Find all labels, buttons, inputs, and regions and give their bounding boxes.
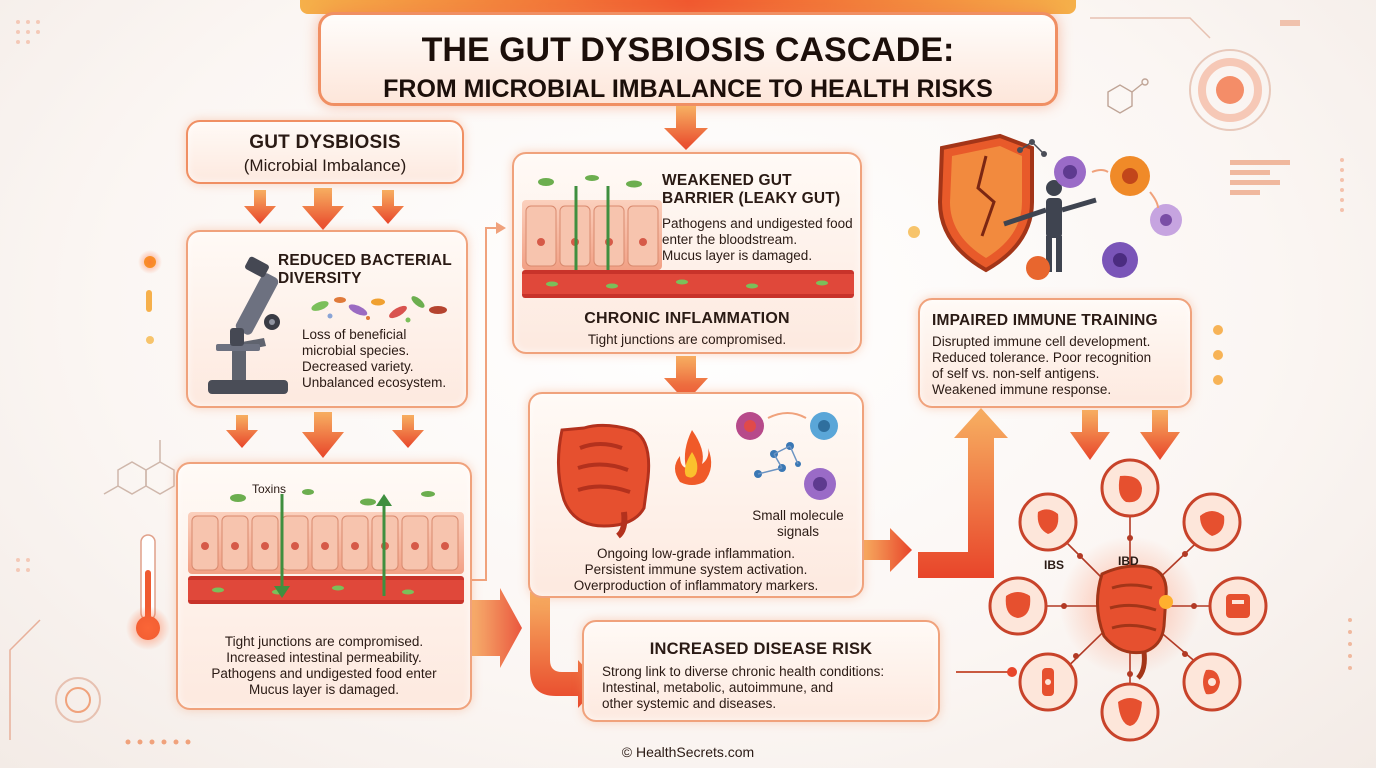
- permeability-line-4: Mucus layer is damaged.: [248, 682, 400, 697]
- disease-hub: [988, 458, 1268, 742]
- flame-icon: [675, 430, 712, 485]
- intestine-icon: [556, 423, 651, 539]
- arrow-up-to-immune: [918, 408, 1008, 578]
- inflammation-line-2: Persistent immune system activation.: [584, 562, 808, 577]
- page-title: THE GUT DYSBIOSIS CASCADE:: [421, 31, 955, 69]
- signals-label-1: Small molecule: [752, 508, 844, 523]
- microscope-icon: [208, 256, 288, 394]
- disease-risk-heading: INCREASED DISEASE RISK: [649, 640, 873, 658]
- page-subtitle: FROM MICROBIAL IMBALANCE TO HEALTH RISKS: [383, 75, 993, 103]
- leaky-gut-heading-2: BARRIER (LEAKY GUT): [662, 190, 841, 207]
- background-decor-right: [1090, 17, 1352, 670]
- reduced-diversity-box: REDUCED BACTERIAL DIVERSITY Loss of bene…: [186, 230, 468, 408]
- permeability-line-2: Increased intestinal permeability.: [226, 650, 422, 665]
- inflammation-line-1: Ongoing low-grade inflammation.: [596, 546, 796, 561]
- disease-line-2: Intestinal, metabolic, autoimmune, and: [602, 680, 834, 695]
- toxins-label: Toxins: [252, 482, 287, 496]
- gut-dysbiosis-subheading: (Microbial Imbalance): [243, 156, 407, 175]
- arrow-title-to-leaky: [664, 106, 708, 150]
- leaky-gut-line-3: Mucus layer is damaged.: [662, 248, 813, 263]
- immune-line-1: Disrupted immune cell development.: [932, 334, 1151, 349]
- leaky-gut-heading-1: WEAKENED GUT: [662, 172, 792, 189]
- arrow-dysbiosis-2: [302, 188, 344, 230]
- arrow-inflammation-to-right: [862, 528, 912, 572]
- leaky-gut-line-2: enter the bloodstream.: [662, 232, 798, 247]
- immune-signal-network-icon: [736, 412, 838, 500]
- ibd-label: IBD: [1118, 554, 1139, 568]
- immune-line-3: of self vs. non-self antigens.: [932, 366, 1100, 381]
- leaky-gut-box: WEAKENED GUT BARRIER (LEAKY GUT) Pathoge…: [512, 152, 862, 354]
- immune-training-heading: IMPAIRED IMMUNE TRAINING: [932, 312, 1158, 329]
- arrow-diversity-1: [226, 415, 258, 448]
- gut-lining-illustration: [188, 489, 464, 604]
- immune-line-4: Weakened immune response.: [932, 382, 1112, 397]
- disease-line-3: other systemic and diseases.: [602, 696, 777, 711]
- arrow-diversity-2: [302, 412, 344, 458]
- inflammation-box: Small molecule signals Ongoing low-grade…: [528, 392, 864, 598]
- immune-line-2: Reduced tolerance. Poor recognition: [932, 350, 1152, 365]
- gut-dysbiosis-heading: GUT DYSBIOSIS: [249, 132, 401, 153]
- chronic-inflammation-line: Tight junctions are compromised.: [587, 332, 787, 347]
- background-decor-left: [9, 20, 191, 745]
- permeability-line-3: Pathogens and undigested food enter: [211, 666, 437, 681]
- arrow-dysbiosis-3: [372, 190, 404, 224]
- reduced-diversity-heading-1: REDUCED BACTERIAL: [278, 252, 452, 269]
- arrow-leaky-to-inflammation: [664, 356, 708, 402]
- arrow-immune-to-hub-1: [1070, 410, 1110, 460]
- chronic-inflammation-heading: CHRONIC INFLAMMATION: [584, 310, 790, 327]
- leaky-gut-line-1: Pathogens and undigested food: [662, 216, 853, 231]
- arrow-diversity-3: [392, 415, 424, 448]
- arrow-immune-to-hub-2: [1140, 410, 1180, 460]
- gut-dysbiosis-box: GUT DYSBIOSIS (Microbial Imbalance): [186, 120, 464, 184]
- footer-copyright: © HealthSecrets.com: [621, 744, 755, 760]
- reduced-diversity-line-1: Loss of beneficial: [302, 327, 407, 342]
- reduced-diversity-heading-2: DIVERSITY: [278, 270, 362, 287]
- connector-to-leaky: [472, 227, 500, 581]
- immune-illustration: [908, 133, 1182, 280]
- arrow-permeability-to-disease: [468, 588, 522, 668]
- blood-vessel-band: [522, 270, 854, 298]
- header-accent-bar: [300, 0, 1076, 14]
- immune-training-box: IMPAIRED IMMUNE TRAINING Disrupted immun…: [918, 298, 1192, 408]
- reduced-diversity-line-2: microbial species.: [302, 343, 410, 358]
- bacteria-icon: [311, 296, 447, 323]
- reduced-diversity-line-3: Decreased variety.: [302, 359, 414, 374]
- arrow-dysbiosis-1: [244, 190, 276, 224]
- title-banner: THE GUT DYSBIOSIS CASCADE: FROM MICROBIA…: [318, 12, 1058, 106]
- disease-risk-box: INCREASED DISEASE RISK Strong link to di…: [582, 620, 940, 722]
- disease-line-1: Strong link to diverse chronic health co…: [602, 664, 885, 679]
- permeability-line-1: Tight junctions are compromised.: [224, 634, 424, 649]
- ibs-label: IBS: [1044, 558, 1065, 572]
- signals-label-2: signals: [776, 524, 820, 539]
- inflammation-line-3: Overproduction of inflammatory markers.: [573, 578, 819, 593]
- permeability-box: Toxins Tight junctions are compromised. …: [176, 462, 472, 710]
- reduced-diversity-line-4: Unbalanced ecosystem.: [302, 375, 447, 390]
